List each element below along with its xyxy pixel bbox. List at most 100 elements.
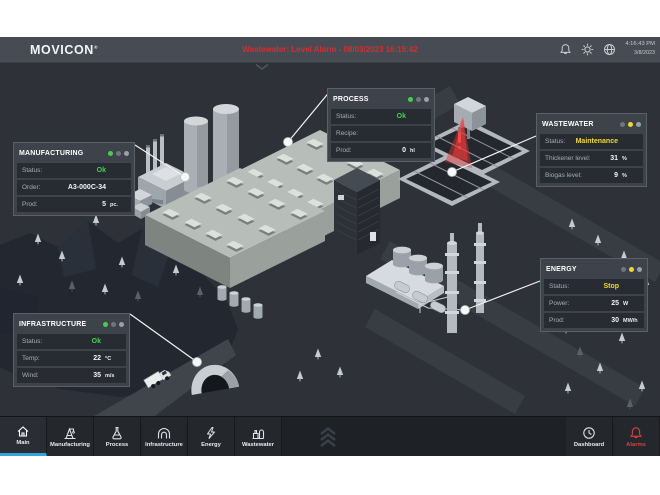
status-dot [636,122,641,127]
bell-icon[interactable] [559,43,572,56]
row-unit: hl [410,147,415,154]
row-value: Maintenance [575,138,618,145]
status-dots [108,151,129,156]
movicon-logo: MOVICON® [30,42,98,57]
tab-label: Alarms [626,441,646,448]
panel-manufacturing[interactable]: MANUFACTURING Status: Ok Order: A3-000C-… [13,142,135,216]
row-label: Power: [549,300,570,307]
status-dots [103,322,124,327]
swipe-up-chevrons-icon[interactable] [316,425,340,449]
panel-row: Prod: 30 MW/h [544,313,644,328]
clock: 4:16:43 PM 3/8/2023 [625,41,655,56]
row-label: Temp: [22,355,40,362]
tab-label: Main [16,440,30,446]
status-dot [629,267,634,272]
leader-lines [129,89,541,363]
status-dot [620,122,625,127]
status-dot [637,267,642,272]
status-dot [408,97,413,102]
panel-row: Status: Stop [544,279,644,294]
panel-title: INFRASTRUCTURE [19,321,87,328]
tab-label: Dashboard [573,441,605,448]
bolt-icon [207,426,215,439]
gear-icon[interactable] [581,43,594,56]
row-value: Ok [96,167,106,174]
row-label: Prod: [336,147,352,154]
bottom-nav: Main Manufacturing Process Infrastructur… [0,416,660,456]
home-icon [17,426,29,437]
panel-energy[interactable]: ENERGY Status: Stop Power: 25 W Prod: 30… [540,258,648,332]
tab-manufacturing[interactable]: Manufacturing [47,417,94,456]
panel-row: Status: Ok [17,163,131,178]
row-label: Status: [22,167,43,174]
row-value: 22 [93,355,101,362]
warehouse-lower [145,168,325,288]
pull-tab-notch[interactable] [330,0,370,5]
tab-wastewater[interactable]: Wastewater [235,417,282,456]
panel-title: MANUFACTURING [19,150,84,157]
status-dot [103,322,108,327]
row-label: Prod: [22,201,38,208]
row-value: 5 [102,201,106,208]
status-dot [119,322,124,327]
tab-label: Process [105,441,129,448]
tab-label: Infrastructure [145,441,183,448]
row-unit: pc. [110,201,118,208]
hvac-tower [334,168,380,255]
tunnel [191,364,240,395]
status-dot [108,151,113,156]
row-unit: % [622,155,627,162]
row-value: 30 [611,317,619,324]
row-unit: W [623,300,629,307]
tab-label: Manufacturing [50,441,90,448]
panel-infrastructure[interactable]: INFRASTRUCTURE Status: Ok Temp: 22 °C Wi… [13,313,130,387]
panel-row: Status: Ok [331,109,431,124]
tab-label: Wastewater [241,441,274,448]
panel-row: Biogas level: 9 % [540,168,643,183]
treatment-plant-icon [252,428,265,439]
wastewater-building [454,97,486,139]
row-value: 35 [93,372,101,379]
status-dots [408,97,429,102]
status-dot [124,151,129,156]
row-label: Biogas level: [545,172,582,179]
leader-dots [180,137,470,367]
row-label: Status: [549,283,570,290]
status-dots [620,122,641,127]
panel-title: ENERGY [546,266,577,273]
panel-row: Temp: 22 °C [17,351,126,366]
panel-process[interactable]: PROCESS Status: Ok Recipe: Prod: 0 hl [327,88,435,162]
alarm-ticker[interactable]: Wastewater: Level Alarm - 08/03/2023 16:… [242,45,418,54]
row-label: Status: [336,113,357,120]
panel-wastewater[interactable]: WASTEWATER Status: Maintenance Thickener… [536,113,647,187]
row-value: 9 [614,172,618,179]
truck [143,369,172,389]
panel-row: Wind: 35 m/s [17,368,126,383]
status-dot [111,322,116,327]
top-bar: MOVICON® Wastewater: Level Alarm - 08/03… [0,37,660,63]
alarm-beacon [445,117,472,168]
status-dot [424,97,429,102]
tab-infrastructure[interactable]: Infrastructure [141,417,188,456]
panel-title: WASTEWATER [542,121,594,128]
globe-icon[interactable] [603,43,616,56]
tab-energy[interactable]: Energy [188,417,235,456]
tab-process[interactable]: Process [94,417,141,456]
row-value: 25 [611,300,619,307]
panel-title: PROCESS [333,96,369,103]
factory-building [128,134,194,219]
pull-down-chevron-icon[interactable] [252,63,272,71]
row-value: Ok [91,338,101,345]
dashboard-clock-icon [583,426,595,439]
row-unit: MW/h [623,317,638,324]
energy-plant [366,223,486,333]
row-value: 31 [610,155,618,162]
tab-alarms[interactable]: Alarms [613,417,660,456]
tab-main[interactable]: Main [0,417,47,456]
tab-dashboard[interactable]: Dashboard [566,417,613,456]
row-value: 0 [402,147,406,154]
panel-row: Recipe: [331,126,431,141]
panel-row: Order: A3-000C-34 [17,180,131,195]
row-label: Status: [545,138,566,145]
status-dots [621,267,642,272]
